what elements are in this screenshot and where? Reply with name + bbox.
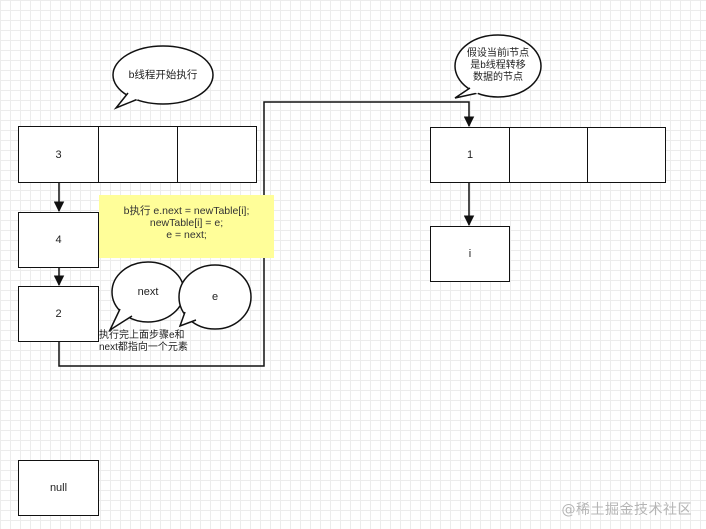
bubble-assume-node: [454, 34, 542, 99]
bubble-thread-b-start-label: b线程开始执行: [128, 69, 198, 81]
node-4: 4: [18, 212, 99, 268]
code-note: b执行 e.next = newTable[i]; newTable[i] = …: [99, 195, 274, 258]
node-i: i: [430, 226, 510, 282]
left-table-cell-2: [98, 126, 178, 183]
node-2-label: 2: [55, 308, 62, 320]
bubble-thread-b-start: [112, 45, 214, 110]
caption-text: 执行完上面步骤e和 next都指向一个元素: [99, 330, 188, 353]
node-null: null: [18, 460, 99, 516]
bubble-next-label: next: [137, 286, 159, 298]
node-null-label: null: [49, 482, 68, 494]
right-table-cell-2: [509, 127, 588, 183]
bubble-assume-node-label: 假设当前i节点 是b线程转移 数据的节点: [466, 48, 530, 83]
node-i-label: i: [468, 248, 472, 260]
bubble-e-label: e: [211, 291, 219, 303]
bubble-e: [178, 264, 252, 330]
right-table-cell-1-label: 1: [466, 149, 474, 161]
left-table-cell-3-label: 3: [55, 148, 62, 161]
node-4-label: 4: [55, 234, 62, 246]
bubble-next: [108, 261, 185, 333]
watermark: @稀土掘金技术社区: [561, 502, 692, 518]
right-table-cell-3: [587, 127, 666, 183]
left-table-cell-3rd: [177, 126, 257, 183]
left-table-cell-3: 3: [18, 126, 99, 183]
node-2: 2: [18, 286, 99, 342]
right-table-cell-1: 1: [430, 127, 510, 183]
